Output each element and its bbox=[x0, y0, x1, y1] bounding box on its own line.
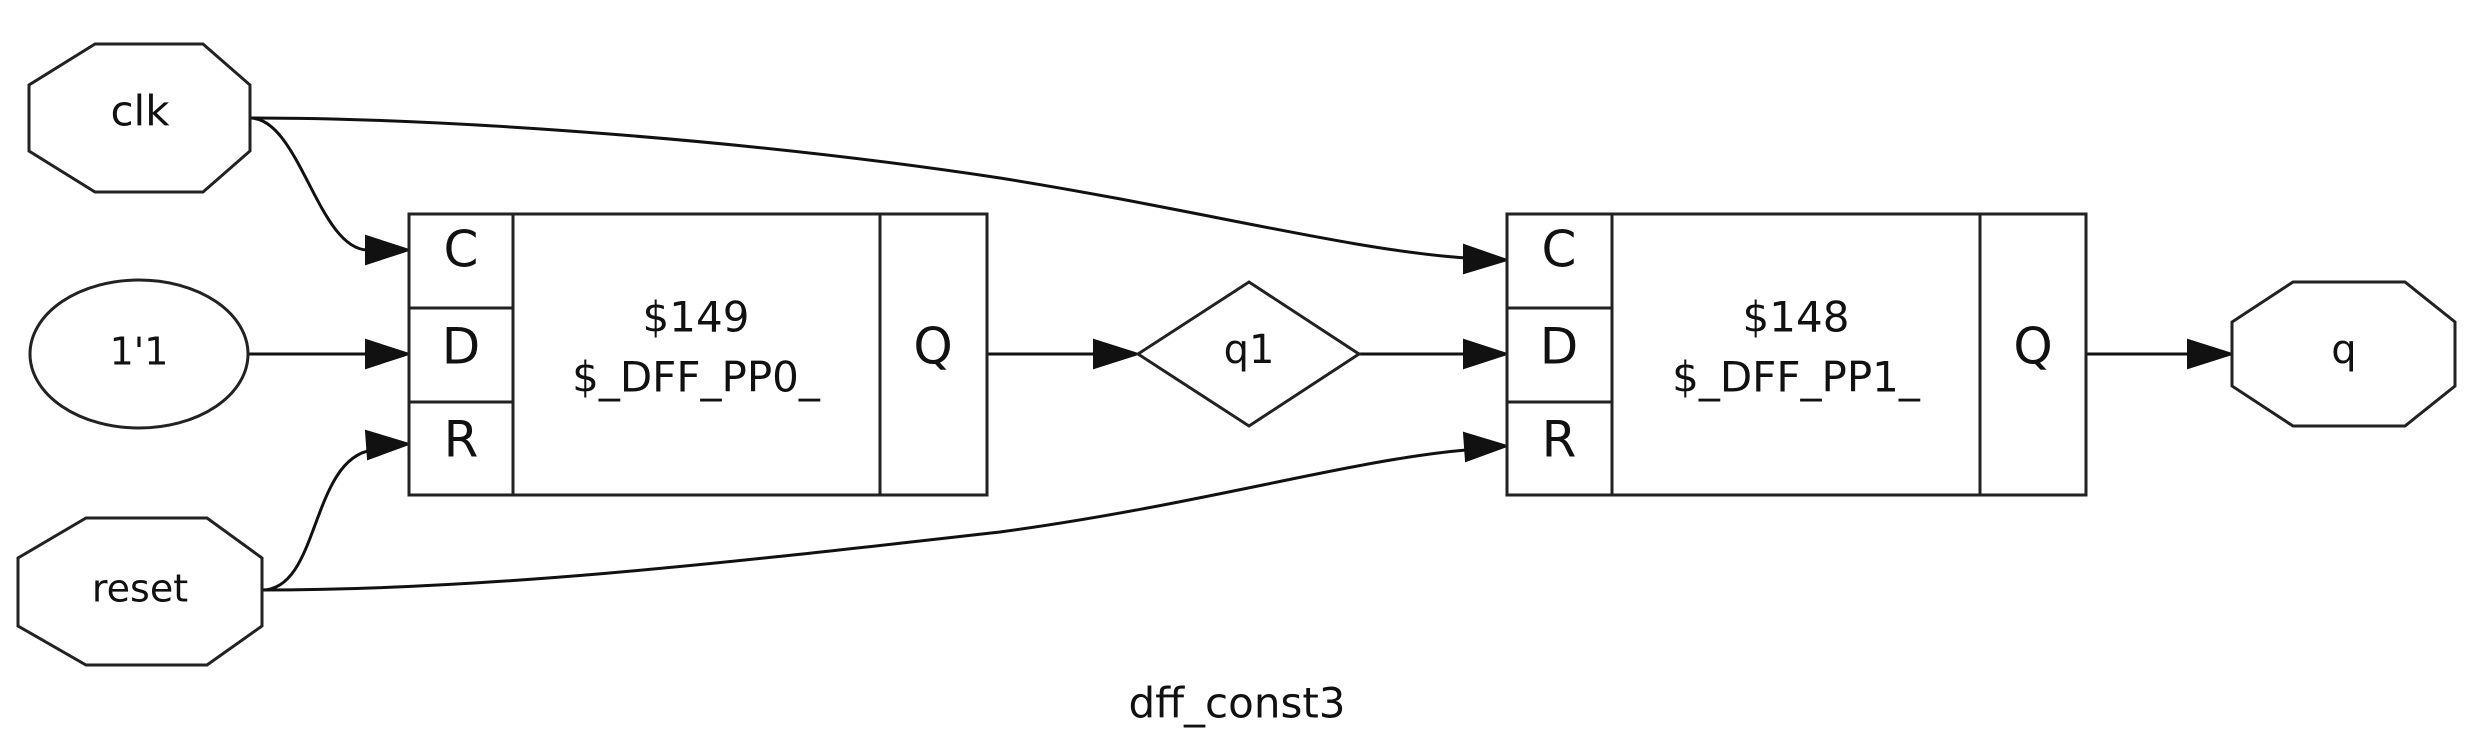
constant-label: 1'1 bbox=[110, 330, 169, 374]
cell-type-label: $_DFF_PP1_ bbox=[1672, 353, 1921, 402]
pin-q-label: Q bbox=[913, 318, 952, 376]
arrowhead bbox=[1463, 338, 1511, 370]
connections bbox=[248, 116, 2236, 592]
port-q-label: q bbox=[2331, 327, 2356, 373]
port-reset: reset bbox=[16, 516, 264, 667]
cell-dff148: C D R $148 $_DFF_PP1_ Q bbox=[1505, 212, 2088, 497]
cell-dff149: C D R $149 $_DFF_PP0_ Q bbox=[407, 212, 989, 497]
pin-d-label: D bbox=[1540, 318, 1579, 376]
port-clk: clk bbox=[27, 42, 252, 194]
pin-r-label: R bbox=[444, 411, 479, 469]
edge-reset-to-dff148-r bbox=[261, 448, 1467, 592]
edge-reset-to-dff149-r bbox=[261, 448, 373, 592]
port-clk-label: clk bbox=[110, 87, 170, 136]
pin-r-label: R bbox=[1542, 411, 1577, 469]
arrowhead bbox=[1462, 431, 1511, 463]
octagon-port-shape bbox=[16, 516, 264, 667]
port-reset-label: reset bbox=[92, 567, 188, 611]
cell-body bbox=[1505, 212, 2088, 497]
pin-c-label: C bbox=[1542, 221, 1577, 279]
ellipse-constant-shape bbox=[28, 278, 250, 430]
arrowhead bbox=[365, 234, 413, 266]
pin-c-label: C bbox=[444, 221, 479, 279]
graph-title: dff_const3 bbox=[1128, 679, 1345, 728]
cell-type-label: $_DFF_PP0_ bbox=[572, 353, 821, 402]
pin-q-label: Q bbox=[2013, 318, 2052, 376]
arrowhead bbox=[1093, 338, 1142, 370]
wire-q1: q1 bbox=[1135, 280, 1362, 428]
arrowhead bbox=[364, 429, 413, 461]
arrowhead bbox=[365, 338, 413, 370]
cell-id-label: $148 bbox=[1743, 293, 1850, 342]
cell-body bbox=[407, 212, 989, 497]
cell-id-label: $149 bbox=[643, 293, 750, 342]
diamond-wire-shape bbox=[1135, 280, 1362, 428]
arrowhead bbox=[2187, 338, 2236, 370]
octagon-port-shape bbox=[27, 42, 252, 194]
edge-clk-to-dff149-c bbox=[249, 116, 369, 252]
octagon-port-shape bbox=[2230, 280, 2457, 428]
pin-d-label: D bbox=[442, 318, 481, 376]
arrowhead bbox=[1463, 243, 1511, 275]
constant-node: 1'1 bbox=[28, 278, 250, 430]
edge-clk-to-dff148-c bbox=[249, 116, 1467, 260]
port-q: q bbox=[2230, 280, 2457, 428]
wire-q1-label: q1 bbox=[1224, 327, 1275, 373]
